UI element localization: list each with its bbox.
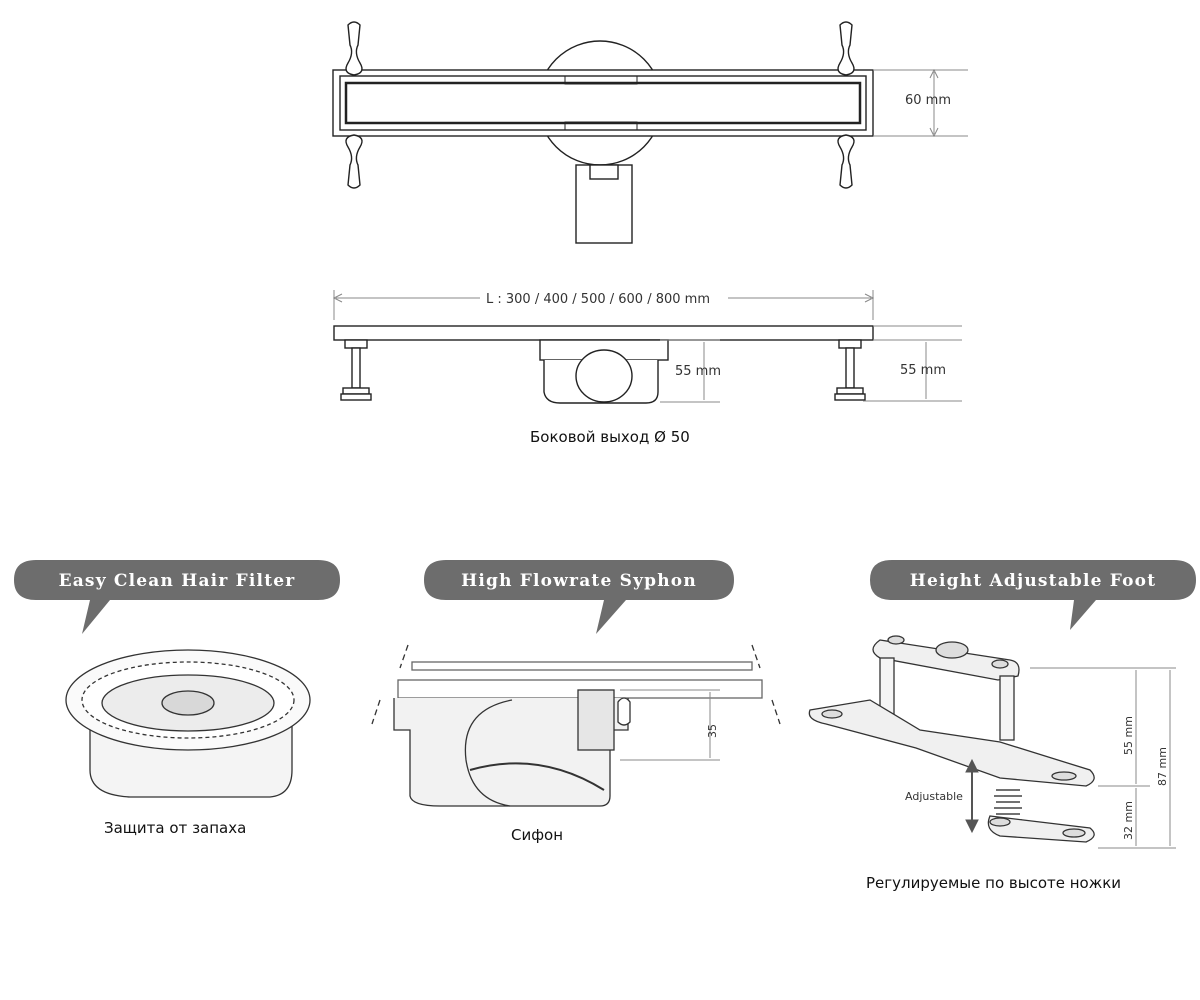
foot-dim-total: 87 mm (1156, 747, 1169, 786)
top-view (332, 21, 874, 244)
width-dimension (873, 68, 968, 138)
channel-side (333, 325, 874, 341)
syphon-caption: Сифон (511, 826, 563, 844)
outlet-height-label: 55 mm (675, 364, 721, 379)
feature-title-syphon: High Flowrate Syphon (461, 571, 697, 591)
hair-filter-caption: Защита от запаха (104, 819, 246, 837)
foot-caption: Регулируемые по высоте ножки (866, 874, 1121, 892)
feature-title-hair-filter: Easy Clean Hair Filter (59, 571, 296, 591)
syphon-illustration (371, 644, 781, 807)
side-outlet-pipe (575, 349, 633, 403)
side-view (333, 325, 874, 404)
adjustable-arrow-icon (965, 758, 979, 834)
foot-dim-lower: 32 mm (1122, 801, 1135, 840)
feature-bubble-foot: Height Adjustable Foot (870, 560, 1196, 630)
side-dimensions (660, 325, 962, 403)
length-dimension (332, 290, 875, 320)
feature-bubble-syphon: High Flowrate Syphon (424, 560, 734, 634)
foot-icon (340, 339, 866, 401)
foot-height-label: 55 mm (900, 363, 946, 378)
foot-dimensions (1030, 667, 1176, 849)
side-outlet-caption: Боковой выход Ø 50 (530, 428, 690, 446)
hair-filter-illustration (65, 649, 311, 798)
foot-illustration (808, 635, 1095, 843)
width-dim-label: 60 mm (905, 93, 951, 108)
channel-frame (332, 69, 874, 137)
feature-bubble-hair-filter: Easy Clean Hair Filter (14, 560, 340, 634)
length-dim-label: L : 300 / 400 / 500 / 600 / 800 mm (486, 292, 710, 307)
syphon-dimension (620, 689, 720, 761)
foot-dim-upper: 55 mm (1122, 716, 1135, 755)
syphon-dim-label: 35 (706, 724, 719, 738)
adjustable-label: Adjustable (905, 790, 963, 803)
bracket-icon (345, 21, 855, 189)
feature-title-foot: Height Adjustable Foot (910, 571, 1157, 591)
